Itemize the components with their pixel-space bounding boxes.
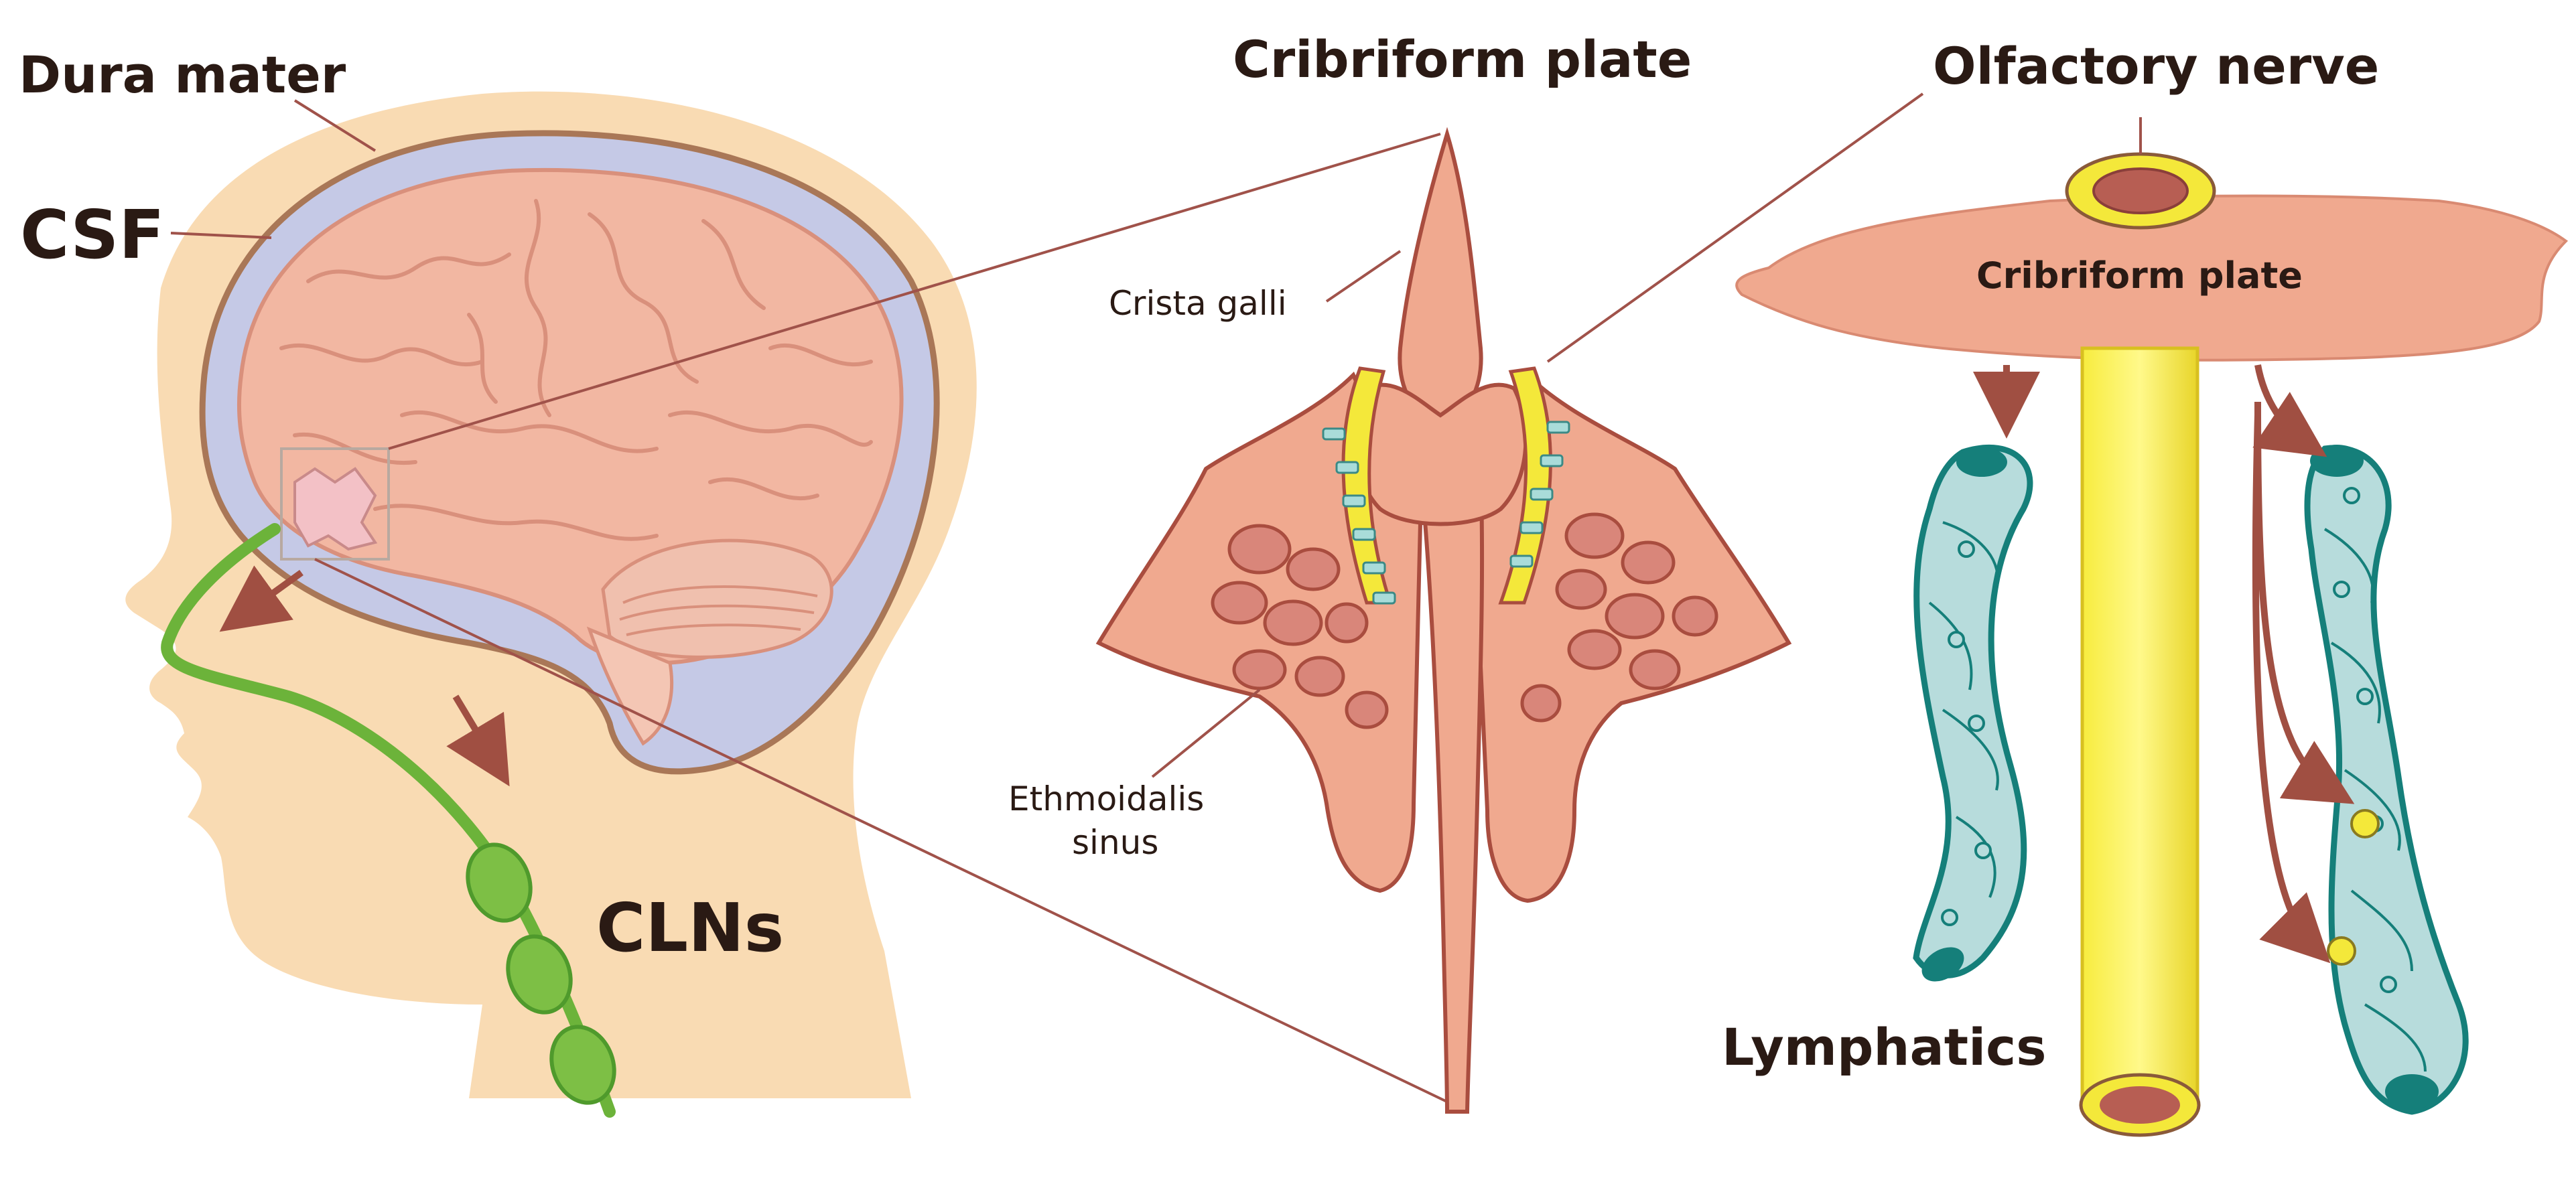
ethmoid-left-wing xyxy=(1095,371,1423,893)
lymph-node xyxy=(506,934,573,1015)
lymph-node xyxy=(466,842,533,923)
brain-stem xyxy=(586,626,674,746)
nerve-trunk xyxy=(2080,346,2199,1107)
lymph-cargo xyxy=(2327,809,2380,966)
label-lymphatics: Lymphatics xyxy=(1722,1017,2046,1077)
ethmoid-leader xyxy=(1151,688,1261,778)
zoom-box xyxy=(280,447,390,561)
olfactory-leader xyxy=(1546,92,1924,363)
head-panel: Dura mater CSF CLNs xyxy=(19,45,977,1118)
crista-leader xyxy=(1325,250,1402,303)
label-csf: CSF xyxy=(20,196,165,274)
label-ethmoidalis-2: sinus xyxy=(1072,823,1158,862)
dura-leader xyxy=(293,99,377,152)
lymphatic-vessel-left xyxy=(1913,444,2033,978)
zoom-line-bottom xyxy=(314,558,1454,1106)
lymph-node xyxy=(549,1025,616,1105)
lymphatic-vessel-right xyxy=(2304,445,2469,1115)
lymph-opening-right-top xyxy=(2310,445,2364,477)
csf-leader xyxy=(170,232,272,239)
ethmoid-cells-right xyxy=(1520,512,1718,723)
lymph-cell-borders-right xyxy=(2323,528,2427,1072)
lymph-nuclei-left xyxy=(1941,540,1992,926)
nerve-top-core xyxy=(2092,167,2189,214)
cerebellum-folds xyxy=(619,585,818,636)
zoom-line-top xyxy=(388,133,1441,450)
lymphatics-panel: Olfactory nerve Cribriform plate Lymphat… xyxy=(1722,36,2569,1137)
arrow-nasal xyxy=(219,565,303,632)
ethmoid-cells-left xyxy=(1211,524,1389,729)
cribriform-mini xyxy=(293,467,378,551)
arrow-plate-right-3 xyxy=(2252,415,2331,964)
lymph-opening-left-top xyxy=(1956,447,2007,477)
label-crista-galli: Crista galli xyxy=(1109,284,1287,323)
label-clns: CLNs xyxy=(596,889,784,967)
lymph-cell-borders-left xyxy=(1928,521,1999,898)
crista-galli xyxy=(1398,127,1483,431)
lymph-opening-right-bottom xyxy=(2385,1074,2439,1109)
arrow-plate-right-1 xyxy=(2252,364,2327,457)
olfactory-fibers xyxy=(1322,421,1570,605)
label-dura-mater: Dura mater xyxy=(19,45,346,104)
nerve-bottom-core xyxy=(2100,1086,2180,1124)
lymph-opening-left-bottom xyxy=(1921,947,1964,982)
label-ethmoidalis-1: Ethmoidalis xyxy=(1008,780,1204,818)
label-cribriform-title: Cribriform plate xyxy=(1233,29,1692,89)
label-cribriform-inner: Cribriform plate xyxy=(1976,254,2303,297)
perpendicular-plate xyxy=(1418,467,1485,1114)
arrow-neck xyxy=(446,694,510,787)
cribriform-panel: Cribriform plate Crista galli Ethmoidali… xyxy=(1008,29,1924,1114)
label-olfactory-nerve: Olfactory nerve xyxy=(1933,36,2379,96)
